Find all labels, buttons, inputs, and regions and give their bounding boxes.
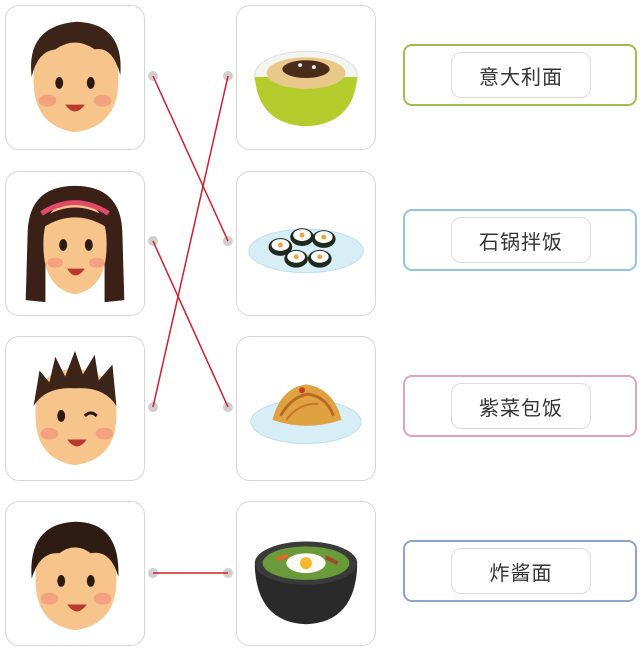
food-card-2[interactable] (236, 171, 376, 316)
match-line-2 (152, 240, 229, 408)
person-card-4[interactable] (5, 501, 145, 646)
food-name-label-1: 意大利面 (451, 52, 591, 98)
food-name-card-4[interactable]: 炸酱面 (403, 540, 637, 602)
spaghetti-plate-icon (250, 384, 362, 444)
person-dot-2[interactable] (148, 236, 158, 246)
person-card-2[interactable] (5, 171, 145, 316)
jajangmyeon-bowl-icon (254, 50, 358, 127)
food-card-3[interactable] (236, 336, 376, 481)
food-name-label-2: 石锅拌饭 (451, 217, 591, 263)
person-dot-1[interactable] (148, 71, 158, 81)
food-dot-4[interactable] (223, 568, 233, 578)
short-hair-boy-face-icon (31, 521, 119, 631)
food-name-card-1[interactable]: 意大利面 (403, 44, 637, 106)
food-name-card-3[interactable]: 紫菜包饭 (403, 375, 637, 437)
food-dot-1[interactable] (223, 71, 233, 81)
person-dot-4[interactable] (148, 568, 158, 578)
person-card-3[interactable] (5, 336, 145, 481)
food-card-1[interactable] (236, 5, 376, 150)
match-line-3 (152, 75, 229, 408)
kimbap-plate-icon (248, 228, 364, 274)
spiky-hair-boy-face-icon (33, 350, 117, 466)
food-dot-3[interactable] (223, 402, 233, 412)
bibimbap-stone-pot-icon (254, 541, 358, 625)
match-line-1 (152, 75, 229, 242)
food-name-label-4: 炸酱面 (451, 548, 591, 594)
boy-face-icon (31, 21, 121, 133)
person-card-1[interactable] (5, 5, 145, 150)
girl-face-icon (25, 185, 125, 303)
person-dot-3[interactable] (148, 402, 158, 412)
food-dot-2[interactable] (223, 236, 233, 246)
food-name-card-2[interactable]: 石锅拌饭 (403, 209, 637, 271)
food-card-4[interactable] (236, 501, 376, 646)
food-name-label-3: 紫菜包饭 (451, 383, 591, 429)
